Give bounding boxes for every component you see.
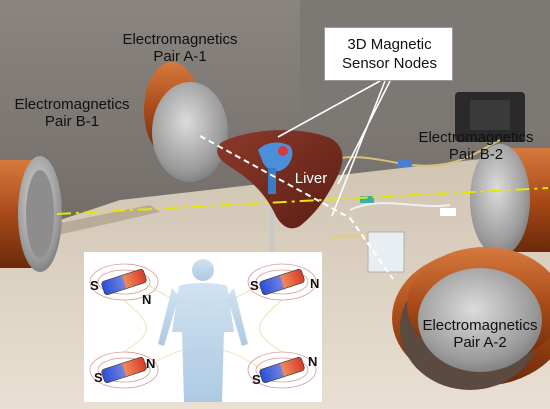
magnet-bottom-right-icon [259, 357, 305, 383]
human-body-icon [158, 259, 248, 402]
coil-b1-icon [0, 156, 62, 272]
coil-a1-icon [144, 62, 228, 182]
label-pair-a1-line1: Electromagnetics [122, 31, 238, 48]
field-axis-line [56, 187, 549, 215]
field-diagram-inset: S N S N S N S N [84, 252, 322, 402]
magnet-top-right-icon [259, 269, 305, 295]
label-pair-a1-line2: Pair A-1 [153, 48, 207, 65]
label-pair-a1: Electromagnetics Pair A-1 [110, 31, 250, 65]
body-magnet-diagram [89, 259, 317, 402]
label-pair-b1-line2: Pair B-1 [44, 113, 100, 130]
label-pair-b1-line1: Electromagnetics [14, 96, 130, 113]
pole-n-bottom-left: N [146, 356, 156, 371]
pole-n-top-right: N [310, 276, 320, 291]
label-pair-a2-line1: Electromagnetics [422, 317, 538, 334]
coil-b2-icon [470, 144, 550, 256]
pole-n-bottom-right: N [308, 354, 318, 369]
sensor-nodes-callout: 3D Magnetic Sensor Nodes [324, 27, 453, 81]
magnet-bottom-left-icon [101, 357, 147, 383]
label-liver: Liver [294, 170, 328, 187]
label-pair-b2-line2: Pair B-2 [448, 146, 504, 163]
pole-s-bottom-right: S [252, 372, 261, 387]
label-pair-a2-line2: Pair A-2 [453, 334, 507, 351]
sensor-nodes-line2: Sensor Nodes [341, 55, 438, 72]
coil-a2-icon [392, 247, 550, 390]
magnet-top-left-icon [101, 269, 147, 295]
label-pair-b2-line1: Electromagnetics [418, 129, 534, 146]
pole-s-top-left: S [90, 278, 99, 293]
sensor-nodes-line1: 3D Magnetic [347, 36, 432, 53]
label-pair-b1: Electromagnetics Pair B-1 [2, 96, 142, 130]
pole-s-bottom-left: S [94, 370, 103, 385]
pole-s-top-right: S [250, 278, 259, 293]
pole-n-top-left: N [142, 292, 152, 307]
label-pair-b2: Electromagnetics Pair B-2 [406, 129, 546, 163]
label-pair-a2: Electromagnetics Pair A-2 [410, 317, 550, 351]
